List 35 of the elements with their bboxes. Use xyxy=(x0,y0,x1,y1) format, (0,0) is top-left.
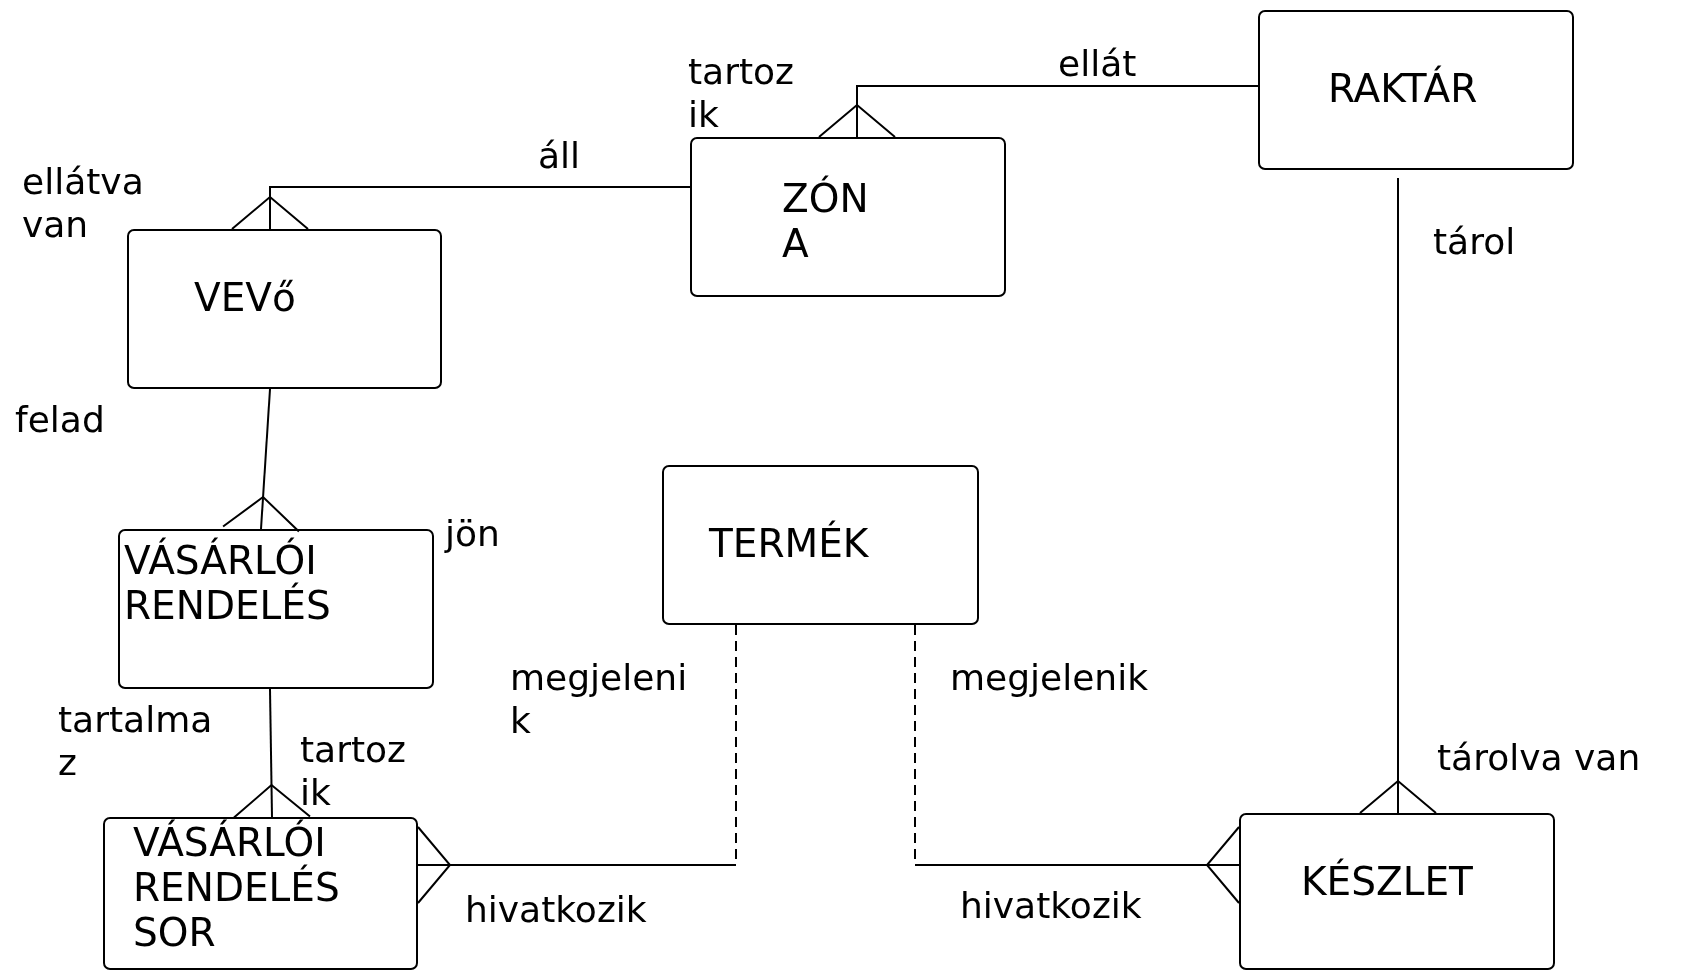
relationship-line xyxy=(231,186,691,230)
relationship-label: felad xyxy=(15,398,105,442)
relationship-label: tartalma z xyxy=(58,698,214,785)
relationship-label: jön xyxy=(445,512,500,556)
relationship-label: áll xyxy=(538,134,581,178)
relationship-line xyxy=(222,388,300,533)
entity-name: KÉSZLET xyxy=(1301,860,1474,905)
entity-name: VÁSÁRLÓI RENDELÉS xyxy=(124,539,332,629)
entity-name: RAKTÁR xyxy=(1328,67,1479,112)
entity-box xyxy=(127,229,442,389)
relationship-label: ellátva van xyxy=(22,160,145,247)
entity-box xyxy=(118,529,434,689)
relationship-label: ellát xyxy=(1058,42,1137,86)
relationship-label: megjelenik xyxy=(950,656,1149,700)
relationship-label: tartoz ik xyxy=(688,50,795,137)
relationship-label: tartoz ik xyxy=(300,728,407,815)
entity-name: VEVő xyxy=(194,276,297,321)
relationship-label: hivatkozik xyxy=(960,884,1142,928)
entity-name: VÁSÁRLÓI RENDELÉS SOR xyxy=(133,821,341,956)
entity-box xyxy=(662,465,979,625)
relationship-line xyxy=(914,624,1240,904)
relationship-label: megjeleni k xyxy=(510,656,689,743)
relationship-line xyxy=(1359,177,1437,814)
relationship-label: tárolva van xyxy=(1437,736,1641,780)
relationship-line xyxy=(818,85,1259,138)
relationship-line xyxy=(233,688,311,819)
entity-box xyxy=(103,817,418,970)
relationship-label: hivatkozik xyxy=(465,888,647,932)
entity-box xyxy=(1239,813,1555,970)
relationship-label: tárol xyxy=(1433,220,1516,264)
entity-box xyxy=(1258,10,1574,170)
entity-box xyxy=(690,137,1006,297)
entity-name: TERMÉK xyxy=(709,522,870,567)
relationship-line xyxy=(417,624,737,904)
entity-name: ZÓN A xyxy=(782,177,870,267)
